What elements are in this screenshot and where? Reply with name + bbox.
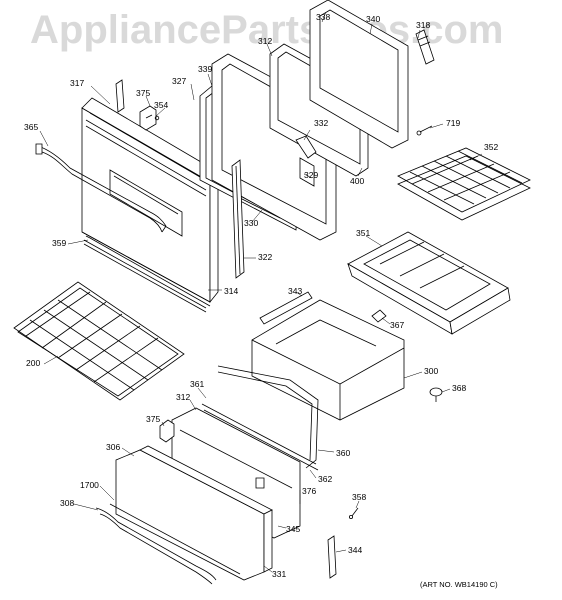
part-label-329: 329 <box>304 170 319 180</box>
art-number: (ART NO. WB14190 C) <box>420 580 498 589</box>
part-label-306: 306 <box>106 442 121 452</box>
drawer-stop-knob <box>430 388 442 402</box>
part-label-400: 400 <box>350 176 365 186</box>
part-label-1700: 1700 <box>80 480 99 490</box>
drawer-front-panel <box>116 446 272 580</box>
part-label-345: 345 <box>286 524 301 534</box>
part-label-351: 351 <box>356 228 371 238</box>
drawer-screw <box>349 508 358 519</box>
part-label-368: 368 <box>452 383 467 393</box>
part-label-330: 330 <box>244 218 259 228</box>
part-label-362: 362 <box>318 474 333 484</box>
part-label-200: 200 <box>26 358 41 368</box>
part-label-361: 361 <box>190 379 205 389</box>
part-label-358: 358 <box>352 492 367 502</box>
part-label-719: 719 <box>446 118 461 128</box>
part-label-367: 367 <box>390 320 405 330</box>
leader-lines <box>40 12 482 572</box>
screw <box>417 126 432 135</box>
part-label-352: 352 <box>484 142 499 152</box>
part-label-360: 360 <box>336 448 351 458</box>
part-label-359: 359 <box>52 238 67 248</box>
part-label-338: 338 <box>316 12 331 22</box>
drawer-body <box>252 300 404 420</box>
drawer-side-bracket <box>260 292 312 324</box>
part-label-312-bot: 312 <box>176 392 191 402</box>
part-label-340: 340 <box>366 14 381 24</box>
part-label-354: 354 <box>154 100 169 110</box>
part-label-318: 318 <box>416 20 431 30</box>
part-label-331: 331 <box>272 569 287 579</box>
part-label-312-top: 312 <box>258 36 273 46</box>
door-bottom-trim <box>84 240 206 312</box>
part-label-308: 308 <box>60 498 75 508</box>
drawer-trim-strip <box>202 404 318 470</box>
hinge-arm <box>116 80 124 112</box>
drawer-slide-rail <box>328 536 336 578</box>
drawer-clip <box>372 310 386 322</box>
part-label-375-top: 375 <box>136 88 151 98</box>
part-label-375-bot: 375 <box>146 414 161 424</box>
part-label-343: 343 <box>288 286 303 296</box>
door-latch <box>296 136 316 186</box>
outer-door-panel <box>82 98 218 306</box>
door-glass-frames <box>212 0 408 240</box>
door-side-trim <box>416 30 434 64</box>
upper-oven-rack <box>398 148 530 220</box>
part-label-365: 365 <box>24 122 39 132</box>
part-label-376: 376 <box>302 486 317 496</box>
part-label-314: 314 <box>224 286 239 296</box>
part-label-327: 327 <box>172 76 187 86</box>
part-label-300: 300 <box>424 366 439 376</box>
part-label-322: 322 <box>258 252 273 262</box>
part-label-344: 344 <box>348 545 363 555</box>
drawer-handle <box>96 504 240 584</box>
part-label-317: 317 <box>70 78 85 88</box>
broiler-pan <box>348 232 510 334</box>
door-handle <box>36 144 166 232</box>
part-label-339: 339 <box>198 64 213 74</box>
part-label-332: 332 <box>314 118 329 128</box>
door-side-channel <box>232 160 244 278</box>
lower-oven-rack <box>14 282 184 400</box>
